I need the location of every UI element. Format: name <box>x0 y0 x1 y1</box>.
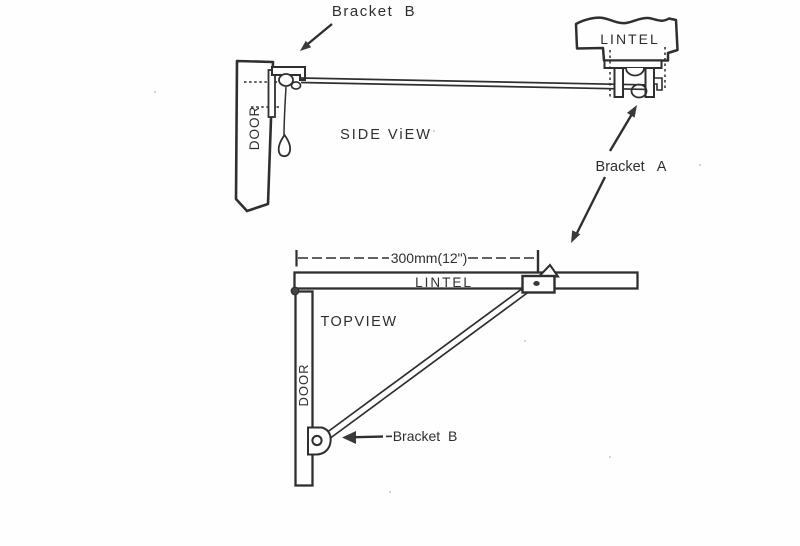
bracket-b-arrow-shaft-h <box>354 435 384 439</box>
pull-cord-handle <box>277 133 292 158</box>
lintel-block-side <box>574 16 679 62</box>
bracket-a-hook <box>630 83 648 99</box>
bracket-a-side <box>603 47 666 99</box>
bracket-b-pivot <box>311 434 323 447</box>
bracket-a-foot <box>653 77 663 91</box>
bracket-a-arrow-up-shaft <box>608 113 634 152</box>
bracket-b-callout-top: Bracket B <box>342 428 457 444</box>
closer-arm-top <box>317 288 528 445</box>
scan-noise <box>154 91 701 493</box>
bracket-a-callout-text: Bracket A <box>596 159 667 175</box>
bracket-b-arrowhead-left <box>342 431 356 444</box>
bracket-a-roller-bump <box>625 67 645 77</box>
lintel-label-side: LINTEL <box>600 31 659 47</box>
bracket-a-flap <box>536 263 560 278</box>
bracket-b-roller-small <box>290 81 302 90</box>
rod-bottom-edge <box>300 81 652 91</box>
bracket-a-plate <box>603 59 663 69</box>
bracket-b-mount-strip <box>267 69 276 118</box>
dimension-300mm: 300mm(12") <box>295 250 540 273</box>
bracket-a-callout: Bracket A <box>571 105 667 243</box>
bracket-a-arrowhead-down <box>571 230 581 243</box>
bracket-b-arrow-shaft <box>305 23 333 47</box>
dimension-label: 300mm(12") <box>391 250 468 266</box>
bracket-b-callout-text: Bracket B <box>332 3 416 20</box>
top-view: 300mm(12") LINTEL DOOR TOPVIEW Bra <box>290 250 639 487</box>
side-view-title: SIDE ViEW <box>340 127 432 143</box>
bracket-b-callout-side: Bracket B <box>300 3 416 51</box>
bracket-a-top <box>521 263 560 294</box>
bracket-b-arrowhead <box>300 40 312 51</box>
top-view-title: TOPVIEW <box>320 314 397 330</box>
pull-cord <box>283 86 287 137</box>
bracket-b-roller <box>278 73 294 87</box>
side-view: DOOR LINTEL <box>234 3 679 243</box>
rod-top-edge <box>300 77 652 86</box>
bracket-b-top <box>307 426 332 456</box>
door-hinge-pivot <box>290 286 300 296</box>
bracket-a-arrowhead-up <box>627 105 637 118</box>
bracket-a-arrow-down-shaft <box>575 176 607 234</box>
bracket-b-callout-text-top: Bracket B <box>393 428 458 444</box>
lintel-label-top: LINTEL <box>415 275 473 290</box>
door-label-top: DOOR <box>296 364 311 407</box>
door-closer-rod <box>300 77 652 91</box>
door-label-side: DOOR <box>247 106 262 151</box>
door-panel-side <box>234 59 275 213</box>
bracket-b-side <box>267 66 306 158</box>
bracket-a-pivot <box>533 281 540 286</box>
bracket-a-left-leg <box>613 67 624 98</box>
